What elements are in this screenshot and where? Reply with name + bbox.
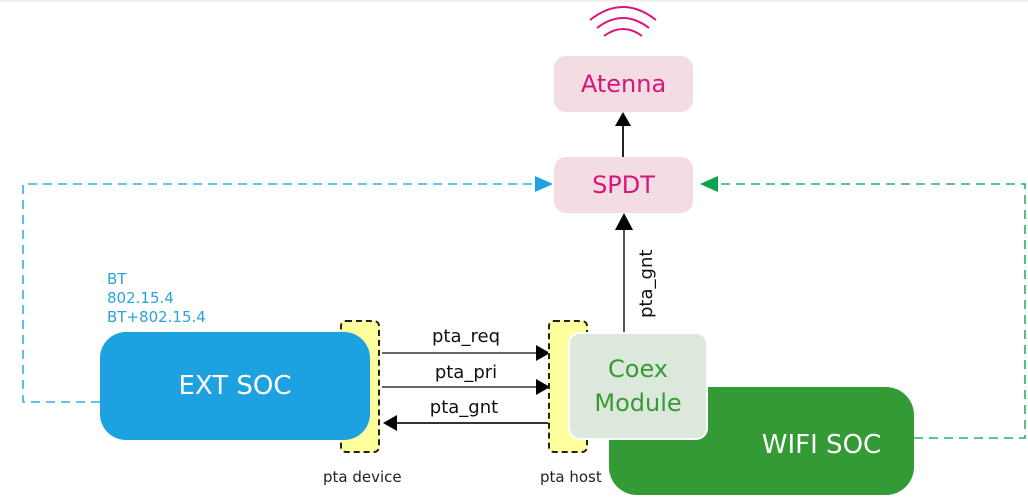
pta-device-label: pta device [323, 468, 402, 486]
arrowhead [536, 379, 550, 395]
spdt-label: SPDT [592, 171, 655, 199]
coex-label-line1: Coex [608, 355, 668, 383]
arrowhead [615, 112, 631, 126]
protocol-802154: 802.15.4 [107, 289, 174, 307]
antenna-node[interactable]: Atenna [554, 56, 693, 112]
protocol-bt-802154: BT+802.15.4 [107, 308, 206, 326]
arrowhead [700, 176, 718, 192]
wifi-soc-label: WIFI SOC [761, 430, 882, 460]
ext-to-spdt-dashed-line [22, 183, 540, 403]
arrowhead [383, 415, 397, 431]
arrowhead [535, 176, 553, 192]
coex-module-node[interactable]: Coex Module [568, 332, 708, 440]
pta-gnt-spdt-label: pta_gnt [636, 249, 657, 318]
pta-gnt-label: pta_gnt [429, 397, 499, 418]
pta-pri-label: pta_pri [434, 362, 498, 383]
spdt-node[interactable]: SPDT [554, 157, 693, 213]
arrowhead [536, 345, 550, 361]
arrowhead [615, 213, 633, 230]
ext-soc-label: EXT SOC [178, 371, 292, 401]
wifi-signal-icon [589, 6, 657, 37]
ext-soc-node[interactable]: EXT SOC [100, 332, 370, 440]
top-border [0, 0, 1028, 3]
coex-label-line2: Module [594, 389, 682, 417]
antenna-label: Atenna [580, 70, 667, 98]
ext-protocol-list: BT 802.15.4 BT+802.15.4 [107, 270, 206, 327]
protocol-bt: BT [107, 270, 127, 288]
pta-host-label: pta host [540, 468, 602, 486]
pta-req-label: pta_req [431, 326, 501, 347]
